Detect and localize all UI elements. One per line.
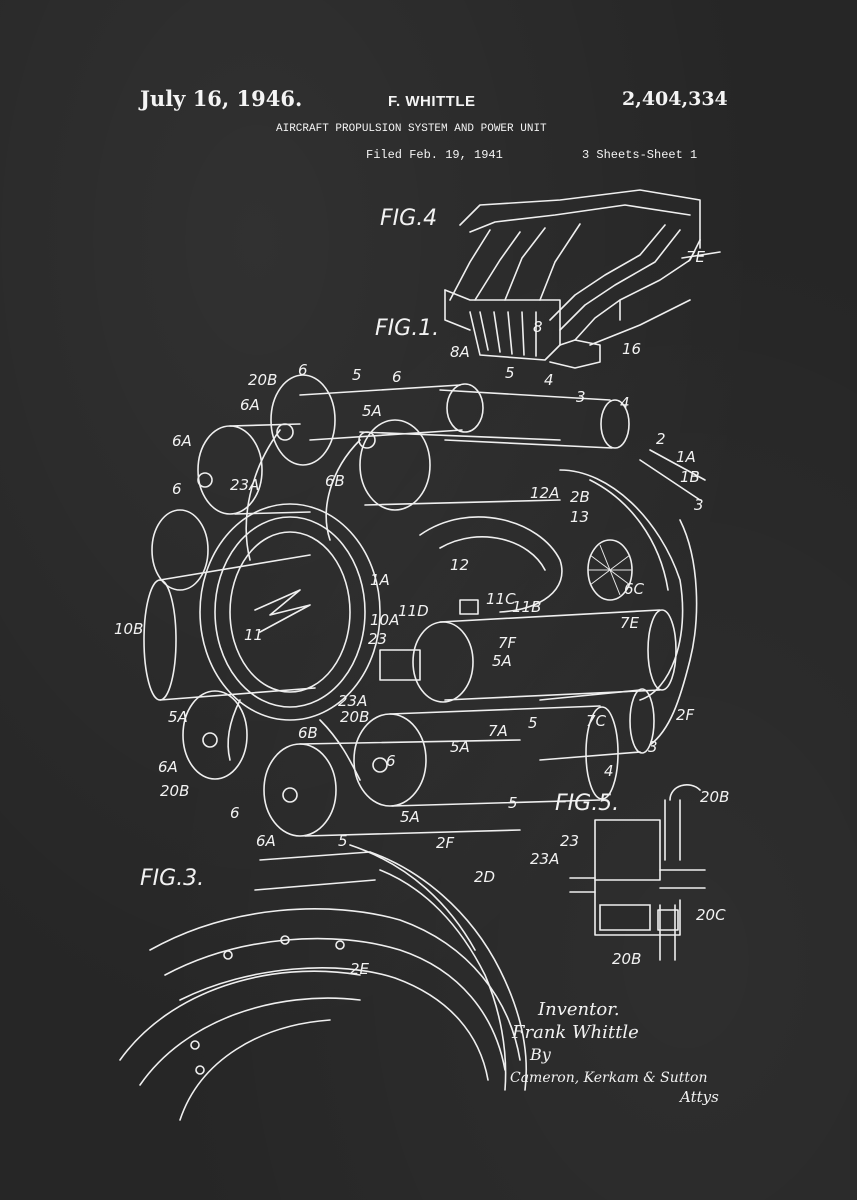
attorney-signature: Cameron, Kerkam & Sutton	[510, 1070, 708, 1086]
ref-12: 12	[450, 556, 469, 574]
ref-12a: 12A	[530, 484, 559, 502]
ref-6a-a: 6A	[240, 396, 260, 414]
ref-11d: 11D	[398, 602, 429, 620]
ref-10a: 10A	[370, 611, 399, 629]
ref-7f: 7F	[498, 634, 517, 652]
inventor-label: Inventor.	[537, 999, 620, 1020]
ref-2e: 2E	[350, 960, 370, 978]
ref-11b: 11B	[512, 598, 541, 616]
ref-6a-b: 6A	[172, 432, 192, 450]
ref-23a-b: 23A	[338, 692, 367, 710]
fig3-label: FIG.3.	[140, 866, 204, 891]
ref-5-a: 5	[352, 366, 362, 384]
signature-block: Inventor. Frank Whittle By Cameron, Kerk…	[510, 999, 719, 1106]
ref-11c: 11C	[486, 590, 516, 608]
ref-5-b: 5	[505, 364, 515, 382]
ref-5a-e: 5A	[400, 808, 420, 826]
ref-6b-b: 6B	[298, 724, 318, 742]
ref-20c: 20C	[696, 906, 726, 924]
patent-header: July 16, 1946. F. WHITTLE 2,404,334 AIRC…	[0, 0, 857, 180]
ref-5-d: 5	[508, 794, 518, 812]
ref-4-a: 4	[544, 371, 554, 389]
ref-2f: 2F	[676, 706, 695, 724]
ref-2f-b: 2F	[436, 834, 455, 852]
ref-7e: 7E	[620, 614, 640, 632]
ref-7e-top: 7E	[686, 248, 706, 266]
inventor-name: F. WHITTLE	[388, 93, 476, 110]
patent-date: July 16, 1946.	[140, 86, 303, 111]
ref-23a-f5: 23A	[530, 850, 559, 868]
ref-5a-a: 5A	[362, 402, 382, 420]
ref-5a-c: 5A	[168, 708, 188, 726]
ref-6c: 6C	[624, 580, 645, 598]
ref-6b-a: 6B	[325, 472, 345, 490]
ref-2b: 2B	[570, 488, 590, 506]
ref-8: 8	[533, 318, 543, 336]
ref-20b-f5b: 20B	[612, 950, 641, 968]
ref-6a-c: 6A	[158, 758, 178, 776]
by-label: By	[529, 1045, 552, 1064]
ref-20b-c: 20B	[160, 782, 189, 800]
fig1-label: FIG.1.	[375, 316, 439, 341]
ref-3-c: 3	[648, 738, 658, 756]
ref-1a: 1A	[676, 448, 696, 466]
ref-13: 13	[570, 508, 589, 526]
attys-label: Attys	[678, 1088, 719, 1106]
ref-16: 16	[622, 340, 641, 358]
ref-3-a: 3	[576, 388, 586, 406]
ref-2-a: 2	[656, 430, 666, 448]
inventor-signature: Frank Whittle	[511, 1022, 639, 1043]
ref-11: 11	[244, 626, 263, 644]
ref-23a-a: 23A	[230, 476, 259, 494]
ref-20b-b: 20B	[340, 708, 369, 726]
ref-5-e: 5	[338, 832, 348, 850]
patent-number: 2,404,334	[622, 88, 728, 110]
ref-10b: 10B	[114, 620, 143, 638]
fig1-drawing: FIG.1.	[114, 316, 706, 850]
ref-5a-b: 5A	[492, 652, 512, 670]
ref-7a: 7A	[488, 722, 508, 740]
fig4-label: FIG.4	[380, 206, 437, 231]
fig4-drawing: FIG.4 7E 8 8A 16	[380, 189, 721, 369]
fig5-drawing: FIG.5. 20B 23 23A 20C 20B	[530, 784, 729, 968]
ref-23: 23	[368, 630, 387, 648]
ref-20b-f5: 20B	[700, 788, 729, 806]
ref-5a-d: 5A	[450, 738, 470, 756]
ref-7c: 7C	[586, 712, 607, 730]
ref-4-b: 4	[620, 394, 630, 412]
ref-20b-top: 20B	[248, 371, 277, 389]
ref-4-c: 4	[604, 762, 614, 780]
ref-1a-b: 1A	[370, 571, 390, 589]
ref-8a: 8A	[450, 343, 470, 361]
ref-6-e: 6	[230, 804, 240, 822]
ref-5-c: 5	[528, 714, 538, 732]
filed-date: Filed Feb. 19, 1941	[366, 148, 503, 162]
patent-title: AIRCRAFT PROPULSION SYSTEM AND POWER UNI…	[276, 123, 547, 135]
ref-6a-d: 6A	[256, 832, 276, 850]
sheet-count: 3 Sheets-Sheet 1	[582, 148, 698, 162]
ref-3-b: 3	[694, 496, 704, 514]
ref-6-d: 6	[386, 752, 396, 770]
ref-6-b: 6	[392, 368, 402, 386]
fig3-drawing: FIG.3. 2F 2D 2E	[119, 834, 528, 1121]
ref-2d: 2D	[474, 868, 495, 886]
ref-6-c: 6	[172, 480, 182, 498]
ref-6-a: 6	[298, 361, 308, 379]
ref-1b: 1B	[680, 468, 700, 486]
fig5-label: FIG.5.	[555, 791, 619, 816]
ref-23-f5: 23	[560, 832, 579, 850]
